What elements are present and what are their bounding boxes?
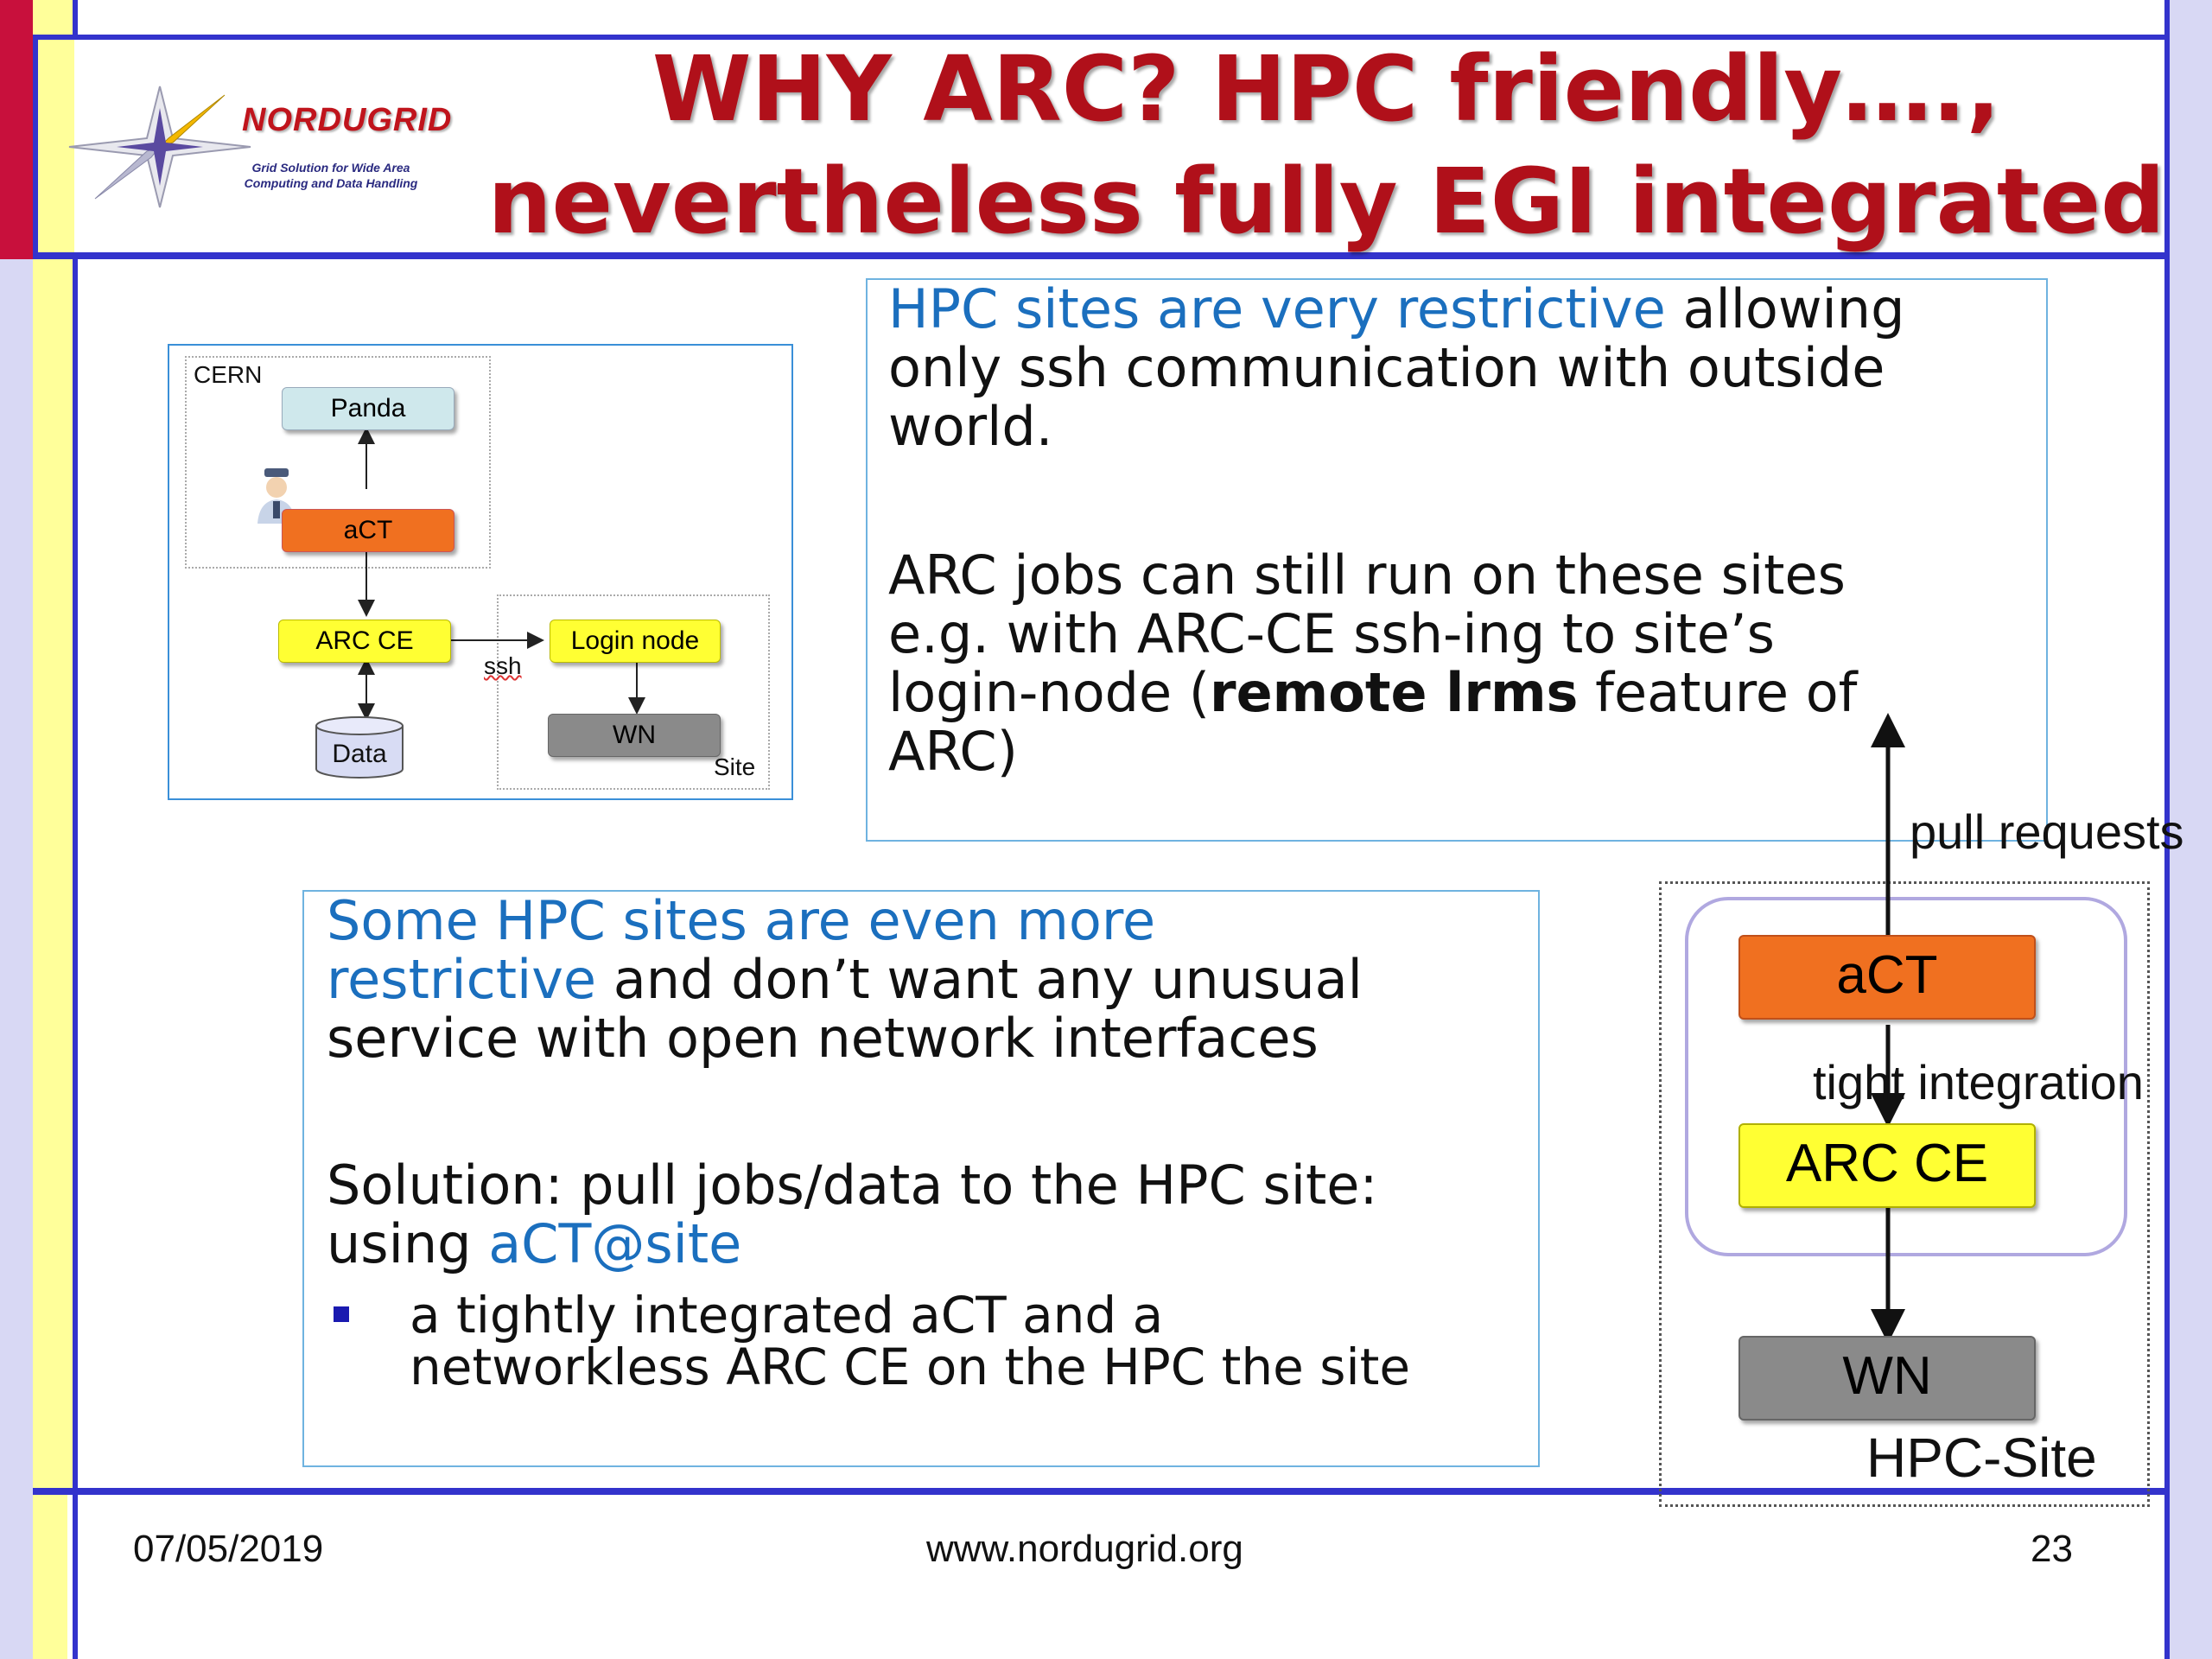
frame-left-lavender-bar bbox=[0, 259, 33, 1495]
hpc-site-label: HPC-Site bbox=[1866, 1427, 2097, 1489]
wn-small-box: WN bbox=[548, 714, 721, 757]
footer-url[interactable]: www.nordugrid.org bbox=[926, 1528, 1243, 1570]
site-label: Site bbox=[714, 753, 756, 780]
star-logo-icon bbox=[68, 86, 251, 208]
data-label: Data bbox=[332, 740, 387, 768]
small-diagram-arrows bbox=[358, 427, 645, 721]
box2-highlight-line2: restrictive bbox=[327, 948, 597, 1011]
tight-integration-label: tight integration bbox=[1813, 1055, 2144, 1109]
cern-group-box bbox=[185, 356, 491, 569]
footer-date: 07/05/2019 bbox=[133, 1528, 324, 1570]
frame-left-red-bar bbox=[0, 0, 33, 259]
box1-line3: world. bbox=[888, 395, 1053, 458]
box1-paragraph1: HPC sites are very restrictive allowing … bbox=[888, 280, 2037, 456]
wn-big-box: WN bbox=[1738, 1336, 2036, 1421]
box1-remote-lrms: remote lrms bbox=[1210, 661, 1579, 724]
login-node-box: Login node bbox=[550, 620, 721, 663]
box2-solution-line2: using aCT@site bbox=[327, 1215, 1528, 1274]
box1-line1-rest: allowing bbox=[1665, 277, 1905, 340]
box2-solution-line1: Solution: pull jobs/data to the HPC site… bbox=[327, 1154, 1378, 1217]
footer-page-number: 23 bbox=[2031, 1528, 2073, 1570]
box2-solution: Solution: pull jobs/data to the HPC site… bbox=[327, 1156, 1528, 1274]
box1-para2-line2: e.g. with ARC-CE ssh-ing to site’s bbox=[888, 602, 1775, 665]
box1-paragraph2: ARC jobs can still run on these sites e.… bbox=[888, 546, 2037, 781]
data-storage-icon bbox=[315, 716, 404, 779]
frame-vertical-blue-left bbox=[73, 259, 78, 1659]
box2-line2: restrictive and don’t want any unusual bbox=[327, 950, 1528, 1009]
frame-right-lavender-bar bbox=[2167, 0, 2212, 1659]
pull-requests-label: pull requests bbox=[1910, 804, 2184, 859]
frame-left-yellow-bar bbox=[33, 0, 74, 1495]
box1-highlight: HPC sites are very restrictive bbox=[888, 277, 1666, 340]
frame-top-blue-line bbox=[33, 35, 2167, 40]
arcce-big-box: ARC CE bbox=[1738, 1123, 2036, 1208]
right-diagram-arrows bbox=[1871, 713, 1905, 1344]
logo-name: NORDUGRID bbox=[242, 102, 453, 138]
box1-line2: only ssh communication with outside bbox=[888, 336, 1885, 399]
logo-tagline-line2: Computing and Data Handling bbox=[244, 176, 418, 190]
slide-title-line1: WHY ARC? HPC friendly…., bbox=[652, 36, 2001, 142]
box2-paragraph1: Some HPC sites are even more restrictive… bbox=[327, 892, 1528, 1068]
box2-highlight-line1: Some HPC sites are even more bbox=[327, 889, 1156, 952]
logo-tagline-line1: Grid Solution for Wide Area bbox=[251, 161, 410, 175]
box2-solution-using: using bbox=[327, 1212, 489, 1275]
box2-bullet-line2: networkless ARC CE on the HPC the site bbox=[410, 1338, 1411, 1396]
bullet-marker bbox=[334, 1306, 349, 1322]
logo-tagline: Grid Solution for Wide Area Computing an… bbox=[223, 160, 439, 191]
slide-title-line2: nevertheless fully EGI integrated bbox=[487, 149, 2165, 254]
frame-footer-top-line bbox=[33, 1488, 2167, 1495]
box1-para2-line3: login-node (remote lrms feature of bbox=[888, 664, 2037, 722]
restrictive-sites-textbox: HPC sites are very restrictive allowing … bbox=[866, 278, 2048, 842]
act-at-site-link[interactable]: aCT@site bbox=[488, 1212, 742, 1275]
box2-bullet-text: a tightly integrated aCT and a networkle… bbox=[410, 1289, 1524, 1393]
frame-header-bottom-line bbox=[33, 252, 2167, 259]
act-box: aCT bbox=[282, 509, 454, 552]
slide-title: WHY ARC? HPC friendly…., nevertheless fu… bbox=[484, 33, 2169, 257]
frame-vertical-blue-right bbox=[2164, 0, 2170, 1659]
box1-para2-line3-pre: login-node ( bbox=[888, 661, 1211, 724]
frame-left-blue-line bbox=[33, 35, 38, 259]
box2-bullet-line1: a tightly integrated aCT and a bbox=[410, 1286, 1164, 1344]
act-big-box: aCT bbox=[1738, 935, 2036, 1020]
box1-line1: HPC sites are very restrictive allowing bbox=[888, 280, 2037, 339]
box2-line2-rest: and don’t want any unusual bbox=[596, 948, 1363, 1011]
more-restrictive-textbox: Some HPC sites are even more restrictive… bbox=[302, 890, 1540, 1467]
site-group-box bbox=[497, 594, 770, 790]
cern-label: CERN bbox=[194, 361, 263, 388]
tight-integration-group bbox=[1685, 897, 2127, 1256]
frame-bottom-left-yellow bbox=[33, 1495, 67, 1659]
box1-para2-line1: ARC jobs can still run on these sites bbox=[888, 543, 1846, 607]
box1-para2-line4: ARC) bbox=[888, 720, 1018, 783]
arcce-box: ARC CE bbox=[278, 620, 451, 663]
box2-line3: service with open network interfaces bbox=[327, 1007, 1319, 1070]
panda-box: Panda bbox=[282, 387, 454, 430]
frame-bottom-left-block bbox=[0, 1495, 33, 1659]
hpc-site-dotted-box bbox=[1659, 881, 2150, 1507]
frame-top-left-thin-line bbox=[73, 0, 78, 35]
box1-para2-line3-post: feature of bbox=[1578, 661, 1858, 724]
ssh-label: ssh bbox=[484, 652, 522, 679]
